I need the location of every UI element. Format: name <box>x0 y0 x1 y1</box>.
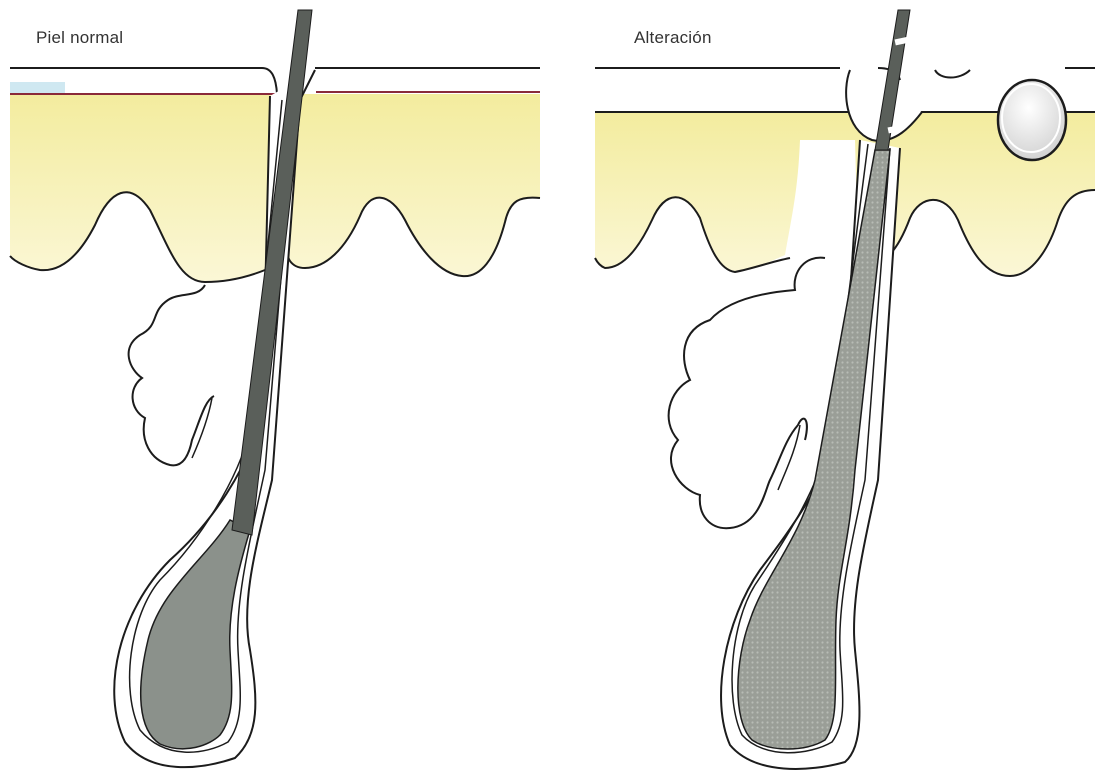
sebaceous-gland <box>669 258 825 529</box>
panel-normal-skin: Piel normal <box>0 0 560 776</box>
panel-altered-skin: Alteración <box>560 0 1101 776</box>
panel-title-normal: Piel normal <box>36 28 123 48</box>
altered-skin-diagram <box>560 0 1101 776</box>
blue-tint <box>10 82 65 94</box>
cyst <box>998 80 1066 160</box>
sebaceous-gland <box>129 285 214 465</box>
panel-title-altered: Alteración <box>634 28 712 48</box>
normal-skin-diagram <box>0 0 560 776</box>
